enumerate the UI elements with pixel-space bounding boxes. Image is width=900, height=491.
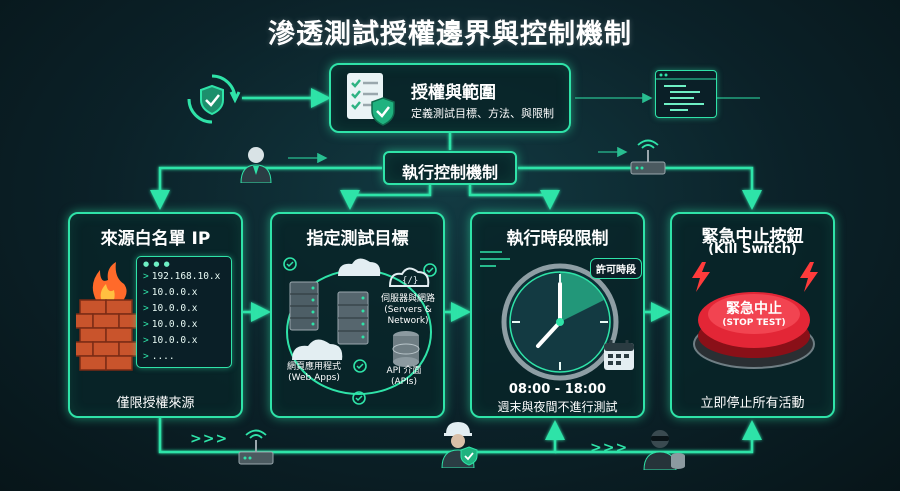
code-lines-icon <box>480 251 510 267</box>
database-icon <box>392 331 420 367</box>
ip-row: >10.0.0.x <box>143 303 198 314</box>
whitelist-caption: 僅限授權來源 <box>116 396 195 411</box>
auth-scope-box: 授權與範圍 定義測試目標、方法、與限制 <box>329 63 571 133</box>
server-icon <box>337 291 369 345</box>
killswitch-subtitle: (Kill Switch) <box>708 242 797 257</box>
code-cloud-icon: {/} <box>388 267 430 287</box>
shield-icon <box>460 446 478 466</box>
svg-text:{/}: {/} <box>402 276 418 286</box>
auth-subtitle: 定義測試目標、方法、與限制 <box>411 107 554 120</box>
killswitch-caption: 立即停止所有活動 <box>700 396 805 411</box>
ip-row: >10.0.0.x <box>143 319 198 330</box>
hacker-icon <box>643 430 685 470</box>
cloud-icon <box>338 258 381 276</box>
targets-illustration: {/} <box>283 257 437 405</box>
ip-row: >10.0.0.x <box>143 287 198 298</box>
cloud-icon <box>292 339 343 360</box>
firewall-icon <box>76 262 138 371</box>
targets-title: 指定測試目標 <box>306 229 409 249</box>
stop-button-label: 緊急中止 <box>726 301 782 317</box>
calendar-icon <box>604 340 634 370</box>
killswitch-title: 緊急中止按鈕 <box>701 227 804 247</box>
shield-refresh-icon <box>187 74 241 124</box>
router-icon <box>238 429 274 465</box>
server-icon <box>289 281 319 331</box>
flow-marker: >>> <box>190 431 229 447</box>
checklist-shield-icon <box>347 73 395 126</box>
lightning-icon <box>692 262 710 292</box>
time-window: 08:00 - 18:00 <box>508 382 607 397</box>
clock-icon <box>501 263 619 381</box>
stop-button-sublabel: (STOP TEST) <box>722 318 786 328</box>
schedule-caption: 週末與夜間不進行測試 <box>497 400 618 414</box>
window-dots-icon: ● ● ● <box>143 260 171 268</box>
ip-whitelist: ● ● ● >192.168.10.x >10.0.0.x >10.0.0.x … <box>136 256 232 368</box>
schedule-panel: 執行時段限制 許可時段 08:00 - 18:00 週末與夜間不進行測試 <box>470 212 645 418</box>
ip-row: >10.0.0.x <box>143 335 198 346</box>
ip-row: >.... <box>143 351 175 362</box>
web-apps-label: 網頁應用程式 (Web Apps) <box>286 362 341 383</box>
lightning-icon <box>800 262 818 292</box>
allowed-window-badge: 許可時段 <box>590 258 642 279</box>
control-label: 執行控制機制 <box>401 163 498 182</box>
person-icon <box>240 147 272 183</box>
router-icon <box>630 139 666 175</box>
ip-row: >192.168.10.x <box>143 271 221 282</box>
control-mechanism-box: 執行控制機制 <box>383 151 517 185</box>
schedule-title: 執行時段限制 <box>506 229 609 249</box>
page-title: 滲透測試授權邊界與控制機制 <box>268 19 632 50</box>
auth-title: 授權與範圍 <box>411 83 496 103</box>
flow-marker: >>> <box>590 440 629 456</box>
targets-panel: 指定測試目標 {/} <box>270 212 445 418</box>
whitelist-title: 來源白名單 IP <box>100 229 211 249</box>
api-label: API 介面 (APIs) <box>386 366 422 387</box>
stop-test-button[interactable]: 緊急中止 (STOP TEST) <box>692 276 816 372</box>
stop-button-icon <box>693 292 815 369</box>
servers-label: 伺服器與網路 (Servers & Network) <box>380 294 435 326</box>
killswitch-panel: 緊急中止按鈕 (Kill Switch) 緊急中止 (STOP TEST) 立即… <box>670 212 835 418</box>
code-window-icon <box>655 70 717 118</box>
